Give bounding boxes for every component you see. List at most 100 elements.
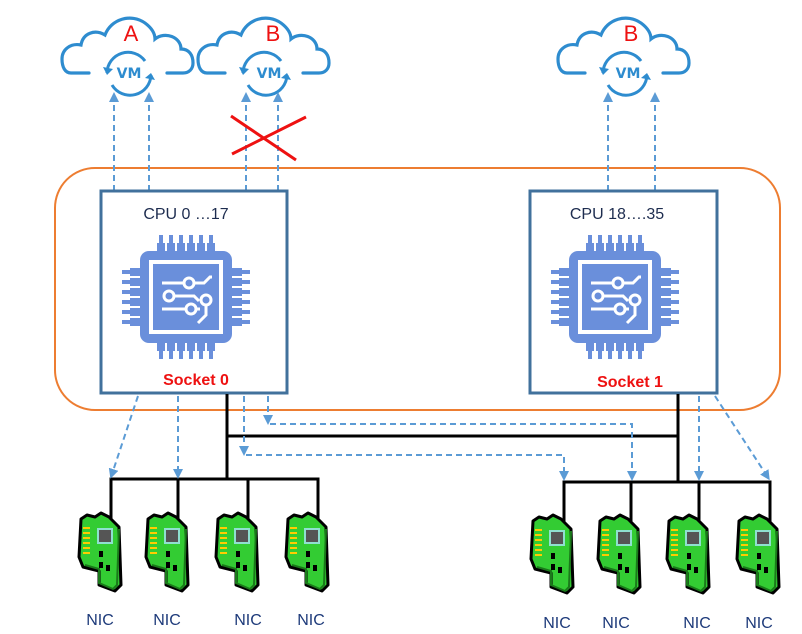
cpu-pin (606, 243, 614, 251)
socket-name-label: Socket 0 (163, 372, 229, 389)
cpu-pin (661, 308, 671, 316)
path-socket1-to-nic-3 (714, 395, 770, 481)
cpu-pin (559, 318, 569, 326)
cpu-pin (616, 243, 624, 251)
cpu-chip-icon (122, 235, 250, 359)
vm-label: VM (117, 66, 142, 82)
cpu-pin (177, 243, 185, 251)
cpu-pin (232, 288, 242, 296)
cpu-pin (232, 298, 242, 306)
cloud-label: B (266, 21, 281, 46)
cpu-pin (197, 243, 205, 251)
network-card-icon (214, 511, 260, 593)
cpu-pin (636, 343, 644, 351)
cpu-pin (232, 278, 242, 286)
cloud-b-blocked: B VM (196, 16, 331, 97)
red-x-icon (230, 114, 307, 162)
cpu-pin (586, 243, 594, 251)
nic-card: NIC (214, 511, 262, 629)
cpu-pin (636, 243, 644, 251)
cpu-pin (130, 278, 140, 286)
cpu-range-label: CPU 18….35 (570, 206, 664, 223)
cpu-pin (157, 343, 165, 351)
cpu-pin (207, 243, 215, 251)
cpu-pin (559, 268, 569, 276)
cpu-chip-body (138, 249, 234, 345)
cpu-pin (661, 288, 671, 296)
cpu-pin (616, 343, 624, 351)
network-card-icon (529, 513, 575, 595)
nic-card: NIC (284, 511, 330, 629)
nic-label: NIC (297, 612, 325, 629)
nic-label: NIC (234, 612, 262, 629)
cpu-pin (130, 318, 140, 326)
cpu-pin (661, 278, 671, 286)
nic-label: NIC (86, 612, 114, 629)
cloud-icon (196, 16, 331, 97)
network-card-icon (735, 513, 781, 595)
network-card-icon (77, 511, 123, 593)
nic-card: NIC (665, 513, 711, 632)
network-card-icon (596, 513, 642, 595)
socket-1: CPU 18….35 Socket 1 (528, 189, 719, 395)
nic-group-socket0: NIC NIC NIC NIC (77, 511, 330, 629)
cpu-pin (197, 343, 205, 351)
cloud-a: A VM (60, 16, 195, 97)
nic-label: NIC (683, 615, 711, 632)
cpu-pin (167, 343, 175, 351)
nic-card: NIC (529, 513, 575, 632)
cpu-pin (606, 343, 614, 351)
vm-label: VM (616, 66, 641, 82)
nic-label: NIC (543, 615, 571, 632)
cloud-label: A (124, 21, 139, 46)
cpu-pin (559, 308, 569, 316)
cpu-pin (157, 243, 165, 251)
cpu-pin (130, 308, 140, 316)
nic-label: NIC (602, 615, 630, 632)
numa-node-boundary (54, 167, 781, 411)
socket-name-label: Socket 1 (597, 374, 663, 391)
cpu-pin (626, 343, 634, 351)
nic-card: NIC (596, 513, 642, 632)
network-card-icon (665, 513, 711, 595)
nic-group-socket1: NIC NIC NIC NIC (529, 513, 781, 632)
path-socket0-to-nic-0 (108, 395, 139, 479)
nic-label: NIC (153, 612, 181, 629)
cpu-pin (232, 318, 242, 326)
network-card-icon (144, 511, 190, 593)
vm-label: VM (257, 66, 282, 82)
socket-0: CPU 0 …17 Socket 0 (99, 189, 289, 395)
cpu-pin (559, 298, 569, 306)
cpu-pin (207, 343, 215, 351)
cpu-pin (130, 298, 140, 306)
cpu-pin (661, 318, 671, 326)
cpu-pin (596, 343, 604, 351)
cpu-range-label: CPU 0 …17 (143, 206, 228, 223)
cpu-pin (596, 243, 604, 251)
cpu-pin (232, 268, 242, 276)
cpu-pin (130, 288, 140, 296)
nic-card: NIC (144, 511, 190, 629)
cloud-label: B (624, 21, 639, 46)
cpu-pin (559, 278, 569, 286)
cpu-pin (187, 243, 195, 251)
cpu-pin (177, 343, 185, 351)
cpu-pin (661, 268, 671, 276)
path-socket0-to-remote-nic-a-run (270, 423, 637, 481)
path-socket0-to-remote-nic-b-run (246, 454, 569, 481)
nic-card: NIC (735, 513, 781, 632)
cpu-pin (661, 298, 671, 306)
cpu-chip-icon (551, 235, 679, 359)
pcie-wiring (109, 394, 772, 522)
cpu-pin (559, 288, 569, 296)
cpu-pin (586, 343, 594, 351)
network-card-icon (284, 511, 330, 593)
cpu-chip-body (567, 249, 663, 345)
cpu-pin (187, 343, 195, 351)
cpu-pin (626, 243, 634, 251)
cpu-pin (232, 308, 242, 316)
nic-label: NIC (745, 615, 773, 632)
cloud-b: B VM (556, 16, 691, 97)
nic-card: NIC (77, 511, 123, 629)
